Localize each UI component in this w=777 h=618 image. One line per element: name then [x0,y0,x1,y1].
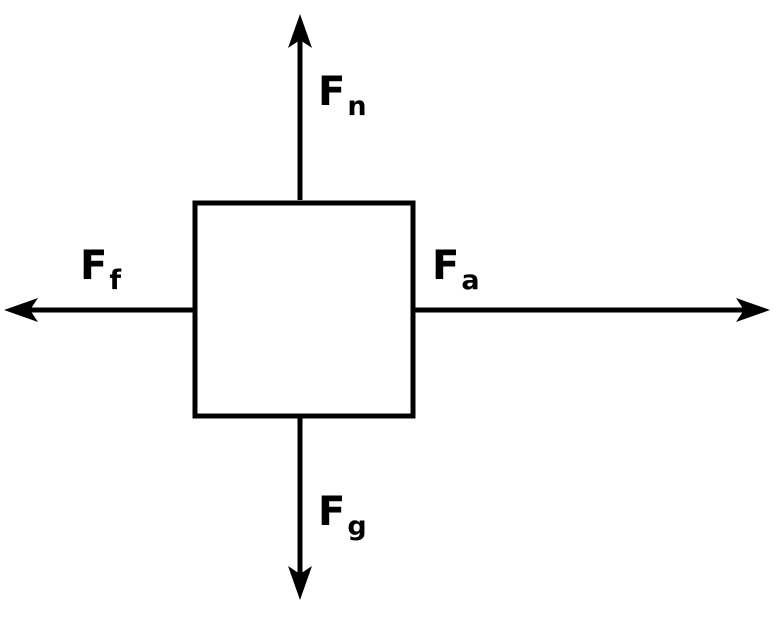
normal-force-label: Fn [318,69,367,120]
gravity-force-symbol: F [318,489,346,535]
friction-force-symbol: F [80,243,108,289]
friction-force-label: Ff [80,243,121,294]
gravity-force-label: Fg [318,489,367,540]
normal-force-symbol: F [318,69,346,115]
friction-force-subscript: f [109,265,122,296]
applied-force-label: Fa [432,243,480,294]
gravity-force-arrow [288,418,312,600]
applied-force-subscript: a [461,265,480,296]
applied-force-arrow [415,298,770,322]
normal-force-subscript: n [347,91,367,122]
object-box [192,200,416,419]
normal-force-arrow [288,14,312,200]
gravity-force-subscript: g [347,511,367,542]
applied-force-symbol: F [432,243,460,289]
friction-force-arrow [4,298,193,322]
